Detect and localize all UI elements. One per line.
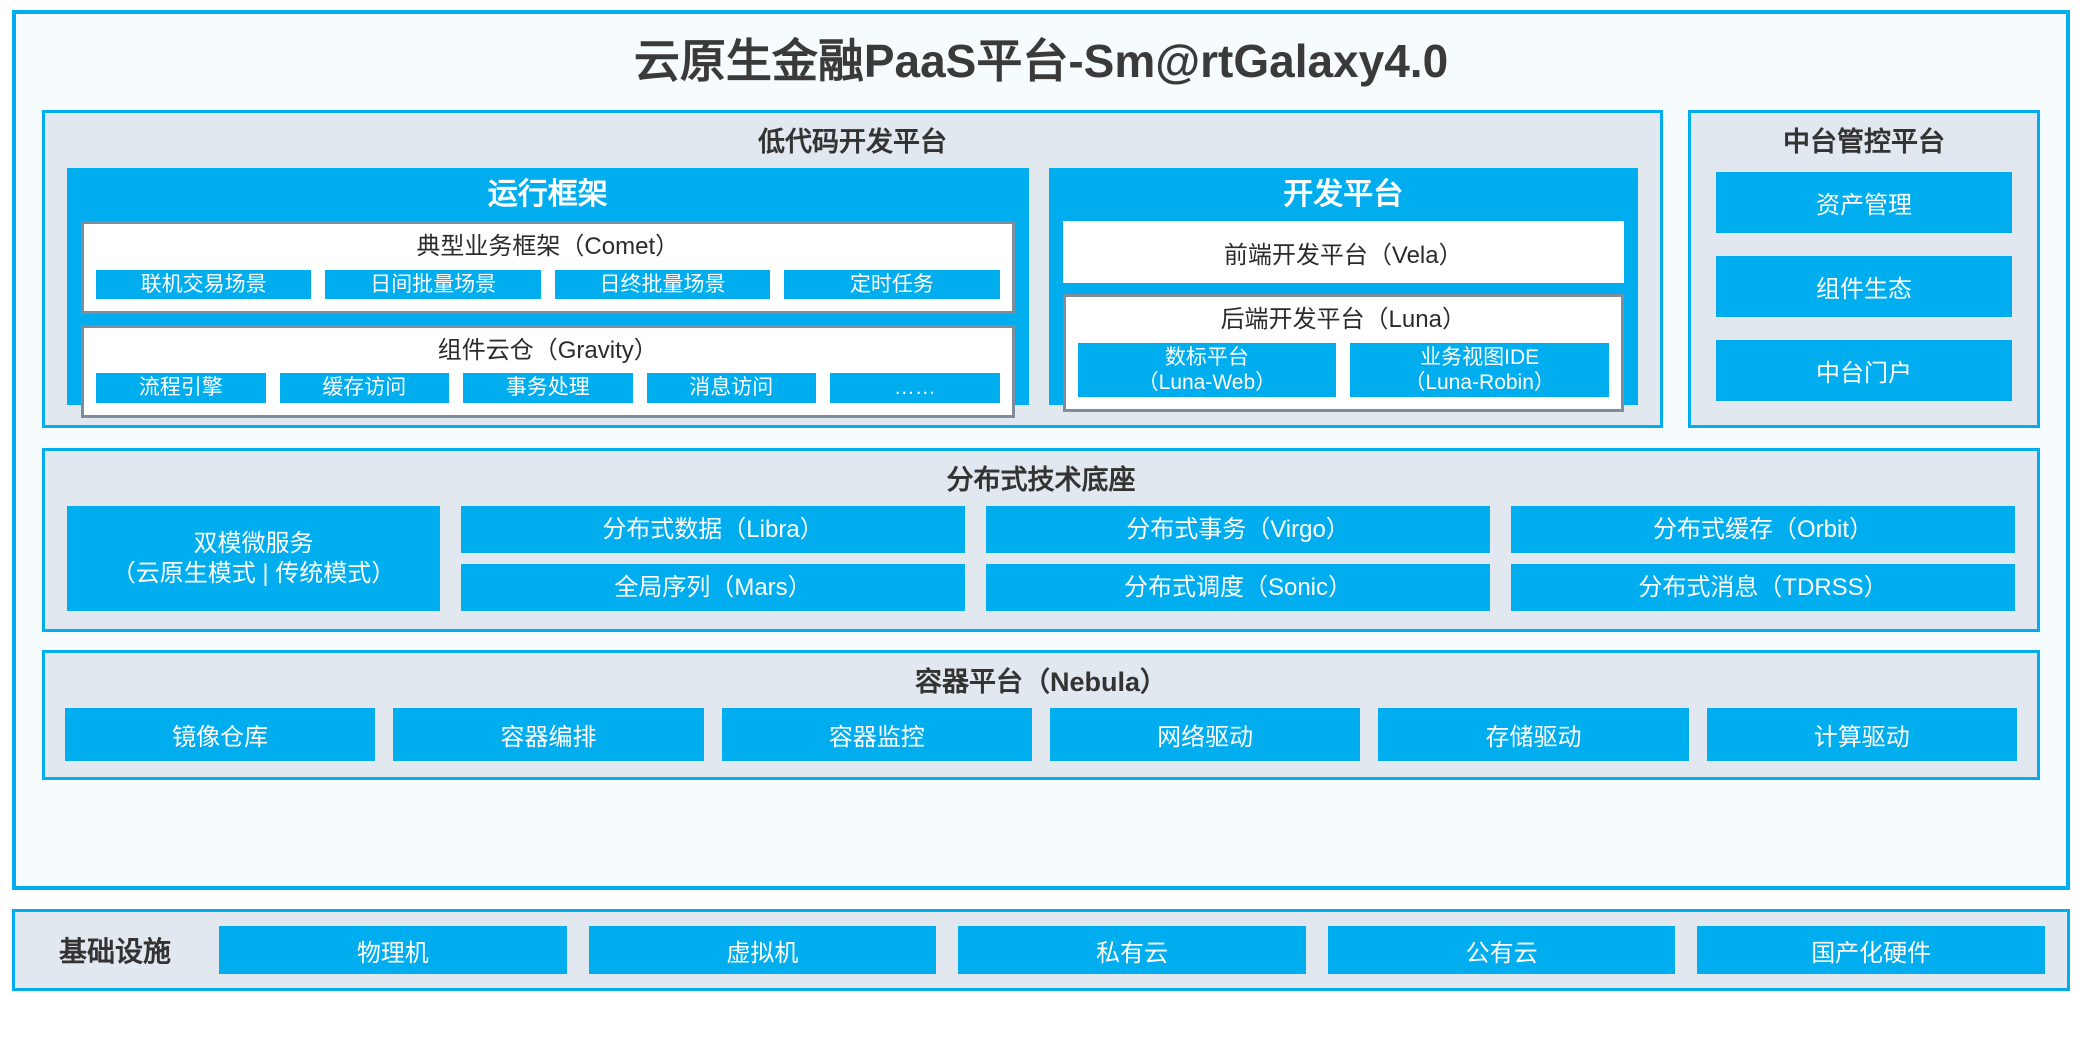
- distributed-cell-orbit[interactable]: 分布式缓存（Orbit）: [1511, 506, 2015, 554]
- management-item-portal[interactable]: 中台门户: [1716, 340, 2012, 401]
- lowcode-platform-panel: 低代码开发平台 运行框架 典型业务框架（Comet） 联机交易场景 日间批量场景…: [42, 110, 1663, 428]
- container-platform-panel: 容器平台（Nebula） 镜像仓库 容器编排 容器监控 网络驱动 存储驱动 计算…: [42, 650, 2040, 780]
- gravity-chip[interactable]: 消息访问: [646, 373, 816, 403]
- distributed-col-1: 分布式数据（Libra） 全局序列（Mars）: [461, 506, 965, 612]
- gravity-chip[interactable]: 事务处理: [463, 373, 633, 403]
- infrastructure-label: 基础设施: [59, 936, 172, 967]
- infrastructure-cell-private-cloud[interactable]: 私有云: [958, 926, 1306, 974]
- distributed-col-3: 分布式缓存（Orbit） 分布式消息（TDRSS）: [1511, 506, 2015, 612]
- infrastructure-cell-public-cloud[interactable]: 公有云: [1327, 926, 1676, 974]
- distributed-foundation-title: 分布式技术底座: [946, 465, 1136, 495]
- container-cell-image-repo[interactable]: 镜像仓库: [65, 708, 376, 761]
- management-platform-title: 中台管控平台: [1783, 127, 1945, 157]
- development-platform-title: 开发平台: [1283, 178, 1404, 212]
- distributed-col-2: 分布式事务（Virgo） 分布式调度（Sonic）: [986, 506, 1490, 612]
- distributed-cell-mars[interactable]: 全局序列（Mars）: [461, 564, 965, 612]
- gravity-chip-more[interactable]: ……: [830, 373, 1000, 403]
- distributed-col-microservice: 双模微服务 （云原生模式 | 传统模式）: [67, 506, 440, 611]
- container-cell-compute-driver[interactable]: 计算驱动: [1706, 708, 2017, 761]
- distributed-cell-tdrss[interactable]: 分布式消息（TDRSS）: [1511, 564, 2015, 612]
- backend-platform-title: 后端开发平台（Luna）: [1220, 306, 1466, 334]
- comet-chip[interactable]: 日间批量场景: [325, 269, 541, 299]
- platform-outer-card: 云原生金融PaaS平台-Sm@rtGalaxy4.0 低代码开发平台 运行框架 …: [12, 10, 2070, 890]
- chip-line-1: 数标平台: [1164, 345, 1249, 369]
- management-item-asset[interactable]: 资产管理: [1716, 172, 2012, 234]
- comet-chip[interactable]: 定时任务: [784, 269, 1000, 299]
- distributed-foundation-panel: 分布式技术底座 双模微服务 （云原生模式 | 传统模式） 分布式数据（Libra…: [42, 448, 2040, 632]
- container-cell-monitoring[interactable]: 容器监控: [721, 708, 1032, 761]
- backend-chip-luna-web[interactable]: 数标平台 （Luna-Web）: [1077, 342, 1337, 398]
- cell-line-2: （云原生模式 | 传统模式）: [111, 559, 396, 587]
- page-title: 云原生金融PaaS平台-Sm@rtGalaxy4.0: [633, 35, 1449, 87]
- development-platform-card: 开发平台 前端开发平台（Vela） 后端开发平台（Luna） 数标平台 （Lun…: [1048, 168, 1638, 413]
- chip-line-2: （Luna-Web）: [1137, 370, 1277, 394]
- container-cell-orchestration[interactable]: 容器编排: [393, 708, 704, 761]
- infrastructure-cell-domestic-hardware[interactable]: 国产化硬件: [1697, 926, 2045, 974]
- container-platform-title: 容器平台（Nebula）: [914, 667, 1168, 697]
- backend-chip-luna-robin[interactable]: 业务视图IDE （Luna-Robin）: [1350, 342, 1609, 398]
- spacer: [81, 314, 1015, 325]
- distributed-cell-microservice[interactable]: 双模微服务 （云原生模式 | 传统模式）: [67, 506, 440, 611]
- gravity-chip[interactable]: 缓存访问: [279, 373, 449, 403]
- runtime-framework-title: 运行框架: [487, 178, 608, 212]
- backend-chip-row: 数标平台 （Luna-Web） 业务视图IDE （Luna-Robin）: [1077, 342, 1609, 398]
- chip-line-1: 业务视图IDE: [1420, 345, 1540, 369]
- container-cell-storage-driver[interactable]: 存储驱动: [1378, 708, 1689, 761]
- cell-line-1: 双模微服务: [193, 529, 314, 557]
- management-platform-body: 资产管理 组件生态 中台门户: [1691, 168, 2037, 425]
- lowcode-platform-body: 运行框架 典型业务框架（Comet） 联机交易场景 日间批量场景 日终批量场景 …: [45, 168, 1660, 425]
- comet-chip[interactable]: 日终批量场景: [554, 269, 771, 299]
- container-platform-body: 镜像仓库 容器编排 容器监控 网络驱动 存储驱动 计算驱动: [45, 708, 2037, 777]
- runtime-framework-card: 运行框架 典型业务框架（Comet） 联机交易场景 日间批量场景 日终批量场景 …: [67, 168, 1029, 418]
- distributed-cell-sonic[interactable]: 分布式调度（Sonic）: [986, 564, 1490, 612]
- distributed-cell-virgo[interactable]: 分布式事务（Virgo）: [986, 506, 1490, 554]
- gravity-title: 组件云仓（Gravity）: [437, 336, 658, 364]
- infrastructure-cell-virtual[interactable]: 虚拟机: [588, 926, 937, 974]
- spacer: [1063, 283, 1624, 294]
- distributed-foundation-body: 双模微服务 （云原生模式 | 传统模式） 分布式数据（Libra） 全局序列（M…: [45, 506, 2037, 629]
- top-row: 低代码开发平台 运行框架 典型业务框架（Comet） 联机交易场景 日间批量场景…: [42, 110, 2040, 428]
- frontend-platform-box[interactable]: 前端开发平台（Vela）: [1062, 221, 1624, 284]
- lowcode-platform-title: 低代码开发平台: [758, 127, 947, 157]
- container-cell-network-driver[interactable]: 网络驱动: [1049, 708, 1361, 761]
- infrastructure-bar: 基础设施 物理机 虚拟机 私有云 公有云 国产化硬件: [12, 909, 2070, 991]
- comet-chip[interactable]: 联机交易场景: [96, 269, 312, 299]
- gravity-chip-row: 流程引擎 缓存访问 事务处理 消息访问 ……: [96, 373, 1000, 403]
- distributed-cell-libra[interactable]: 分布式数据（Libra）: [461, 506, 965, 554]
- comet-chip-row: 联机交易场景 日间批量场景 日终批量场景 定时任务: [96, 269, 1000, 299]
- comet-box: 典型业务框架（Comet） 联机交易场景 日间批量场景 日终批量场景 定时任务: [81, 221, 1015, 314]
- backend-platform-box: 后端开发平台（Luna） 数标平台 （Luna-Web）: [1062, 294, 1624, 413]
- management-item-component[interactable]: 组件生态: [1716, 256, 2012, 318]
- gravity-chip[interactable]: 流程引擎: [96, 373, 266, 403]
- comet-title: 典型业务框架（Comet）: [416, 233, 680, 261]
- chip-line-2: （Luna-Robin）: [1404, 370, 1555, 394]
- infrastructure-cell-physical[interactable]: 物理机: [219, 926, 567, 974]
- management-platform-panel: 中台管控平台 资产管理 组件生态 中台门户: [1688, 110, 2040, 428]
- gravity-box: 组件云仓（Gravity） 流程引擎 缓存访问 事务处理 消息访问 ……: [81, 324, 1015, 418]
